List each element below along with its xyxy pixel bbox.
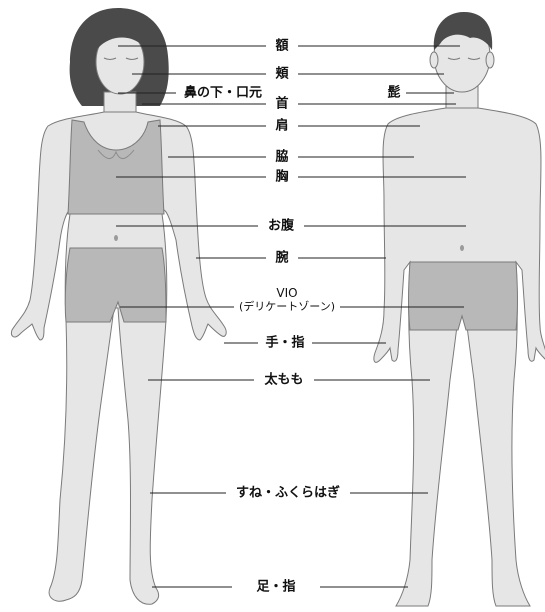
male-shorts <box>408 261 518 331</box>
label-vio-main: VIO <box>276 286 298 300</box>
label-belly: お腹 <box>264 218 298 234</box>
label-forehead: 額 <box>272 38 292 54</box>
female-top <box>67 119 165 215</box>
label-vio: VIO (デリケートゾーン) <box>235 286 339 313</box>
male-body <box>373 107 545 607</box>
label-hand: 手・指 <box>262 335 308 351</box>
label-cheek: 頬 <box>272 66 292 82</box>
label-shin: すね・ふくらはぎ <box>232 485 344 501</box>
label-chest: 胸 <box>272 169 292 185</box>
label-shoulder: 肩 <box>272 118 292 134</box>
label-vio-sub: (デリケートゾーン) <box>238 300 336 313</box>
label-thigh: 太もも <box>261 372 307 388</box>
label-beard: 髭 <box>384 85 404 101</box>
female-neck <box>103 91 137 115</box>
female-hair-fringe <box>94 22 148 54</box>
label-neck: 首 <box>272 96 292 112</box>
male-figure <box>373 12 545 607</box>
label-armpit: 脇 <box>272 149 292 165</box>
female-shorts <box>64 247 167 323</box>
label-nose-mouth: 鼻の下・口元 <box>180 85 266 101</box>
label-arm: 腕 <box>272 250 292 266</box>
label-foot: 足・指 <box>253 579 299 595</box>
male-hair <box>433 12 493 50</box>
leader-lines <box>116 45 466 588</box>
female-figure <box>11 8 227 605</box>
